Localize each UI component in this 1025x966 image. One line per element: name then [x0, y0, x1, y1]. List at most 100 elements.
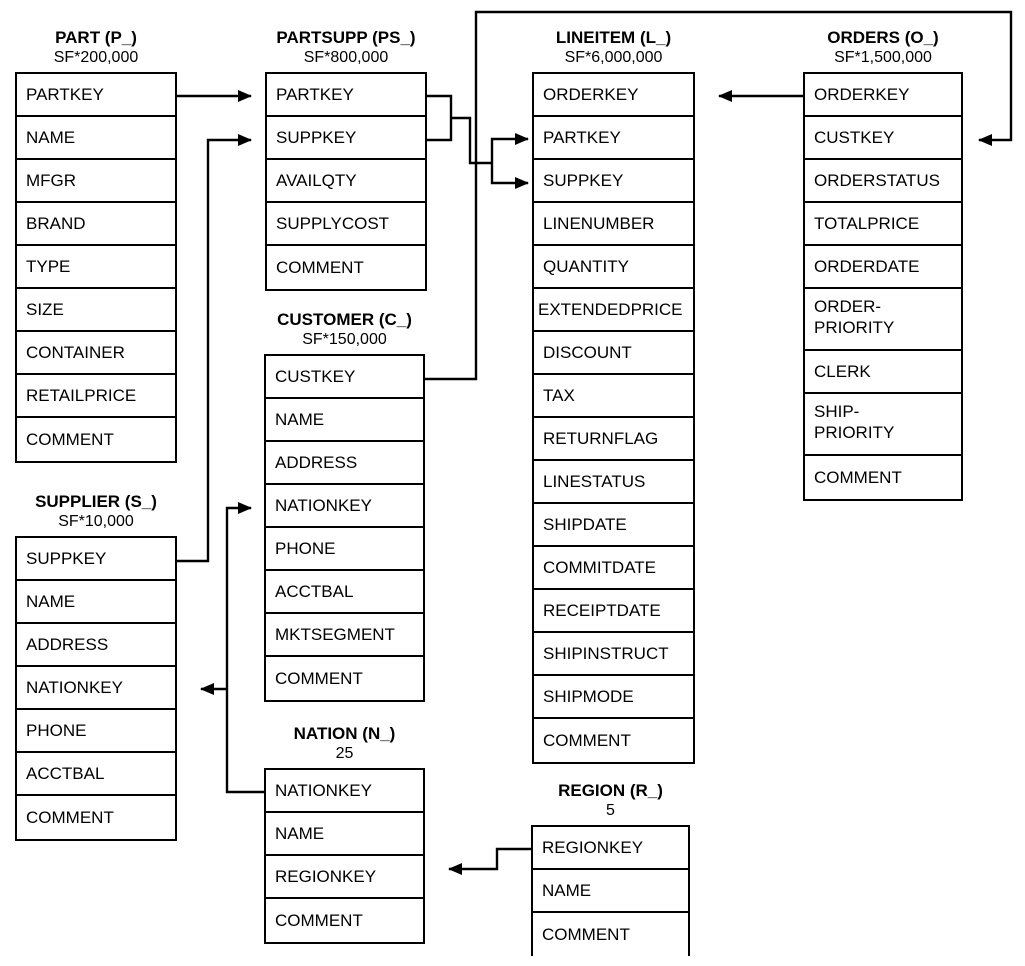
table-lineitem-title: LINEITEM (L_) [555, 28, 672, 47]
field-customer-acctbal[interactable]: ACCTBAL [266, 571, 423, 614]
table-supplier-cardinality: SF*10,000 [58, 513, 134, 530]
field-lineitem-partkey[interactable]: PARTKEY [534, 117, 693, 160]
field-partsupp-partkey[interactable]: PARTKEY [267, 74, 425, 117]
wire-to-lineitem-suppkey [490, 163, 529, 189]
table-orders-title: ORDERS (O_) [827, 28, 939, 47]
field-lineitem-tax[interactable]: TAX [534, 375, 693, 418]
table-part-cardinality: SF*200,000 [53, 49, 139, 66]
field-orders-orderstatus[interactable]: ORDERSTATUS [805, 160, 961, 203]
table-partsupp-cardinality: SF*800,000 [303, 49, 389, 66]
table-part: PART (P_) SF*200,000 PARTKEY NAME MFGR B… [15, 28, 177, 463]
field-orders-orderdate[interactable]: ORDERDATE [805, 246, 961, 289]
field-lineitem-linestatus[interactable]: LINESTATUS [534, 461, 693, 504]
field-supplier-address[interactable]: ADDRESS [17, 624, 175, 667]
table-lineitem: LINEITEM (L_) SF*6,000,000 ORDERKEY PART… [532, 28, 695, 764]
field-orders-orderpriority[interactable]: ORDER- PRIORITY [805, 289, 961, 351]
field-partsupp-comment[interactable]: COMMENT [267, 246, 425, 289]
field-part-retailprice[interactable]: RETAILPRICE [17, 375, 175, 418]
table-customer-title: CUSTOMER (C_) [277, 310, 412, 329]
field-partsupp-availqty[interactable]: AVAILQTY [267, 160, 425, 203]
field-region-comment[interactable]: COMMENT [533, 913, 688, 956]
field-partsupp-supplycost[interactable]: SUPPLYCOST [267, 203, 425, 246]
field-nation-regionkey[interactable]: REGIONKEY [266, 856, 423, 899]
field-lineitem-discount[interactable]: DISCOUNT [534, 332, 693, 375]
field-part-brand[interactable]: BRAND [17, 203, 175, 246]
field-orders-orderkey[interactable]: ORDERKEY [805, 74, 961, 117]
field-part-name[interactable]: NAME [17, 117, 175, 160]
field-supplier-nationkey[interactable]: NATIONKEY [17, 667, 175, 710]
table-lineitem-fields: ORDERKEY PARTKEY SUPPKEY LINENUMBER QUAN… [532, 72, 695, 764]
field-lineitem-extendedprice[interactable]: EXTENDEDPRICE [534, 289, 693, 332]
field-region-regionkey[interactable]: REGIONKEY [533, 827, 688, 870]
field-lineitem-comment[interactable]: COMMENT [534, 719, 693, 762]
table-partsupp-title: PARTSUPP (PS_) [276, 28, 416, 47]
field-part-mfgr[interactable]: MFGR [17, 160, 175, 203]
field-orders-clerk[interactable]: CLERK [805, 351, 961, 394]
table-partsupp-fields: PARTKEY SUPPKEY AVAILQTY SUPPLYCOST COMM… [265, 72, 427, 291]
field-customer-address[interactable]: ADDRESS [266, 442, 423, 485]
field-supplier-comment[interactable]: COMMENT [17, 796, 175, 839]
field-customer-mktsegment[interactable]: MKTSEGMENT [266, 614, 423, 657]
wire-nation-to-customer [225, 502, 264, 794]
table-lineitem-cardinality: SF*6,000,000 [564, 49, 663, 66]
field-orders-comment[interactable]: COMMENT [805, 456, 961, 499]
table-customer-cardinality: SF*150,000 [302, 331, 387, 348]
field-lineitem-shipdate[interactable]: SHIPDATE [534, 504, 693, 547]
wire-region-to-nation [448, 847, 531, 875]
table-part-title: PART (P_) [55, 28, 137, 47]
table-nation: NATION (N_) 25 NATIONKEY NAME REGIONKEY … [264, 724, 425, 944]
field-lineitem-shipmode[interactable]: SHIPMODE [534, 676, 693, 719]
field-part-comment[interactable]: COMMENT [17, 418, 175, 461]
wire-partsupp-merge [451, 116, 492, 165]
table-orders: ORDERS (O_) SF*1,500,000 ORDERKEY CUSTKE… [803, 28, 963, 501]
field-part-size[interactable]: SIZE [17, 289, 175, 332]
field-orders-orderpriority-line1: ORDER- PRIORITY [814, 297, 895, 337]
table-customer: CUSTOMER (C_) SF*150,000 CUSTKEY NAME AD… [264, 310, 425, 702]
field-supplier-phone[interactable]: PHONE [17, 710, 175, 753]
field-lineitem-orderkey[interactable]: ORDERKEY [534, 74, 693, 117]
wire-to-lineitem-partkey [490, 133, 529, 163]
field-part-partkey[interactable]: PARTKEY [17, 74, 175, 117]
wire-supplier-to-partsupp [177, 134, 252, 563]
table-customer-fields: CUSTKEY NAME ADDRESS NATIONKEY PHONE ACC… [264, 354, 425, 702]
table-orders-cardinality: SF*1,500,000 [834, 49, 932, 66]
field-supplier-name[interactable]: NAME [17, 581, 175, 624]
field-orders-totalprice[interactable]: TOTALPRICE [805, 203, 961, 246]
table-region: REGION (R_) 5 REGIONKEY NAME COMMENT [531, 781, 690, 956]
table-region-title: REGION (R_) [558, 781, 663, 800]
field-lineitem-receiptdate[interactable]: RECEIPTDATE [534, 590, 693, 633]
field-supplier-acctbal[interactable]: ACCTBAL [17, 753, 175, 796]
table-nation-cardinality: 25 [335, 745, 354, 762]
wire-partsupp-bracket [427, 94, 453, 142]
field-orders-custkey[interactable]: CUSTKEY [805, 117, 961, 160]
field-customer-custkey[interactable]: CUSTKEY [266, 356, 423, 399]
table-nation-fields: NATIONKEY NAME REGIONKEY COMMENT [264, 768, 425, 944]
field-orders-shippriority-line1: SHIP- PRIORITY [814, 402, 895, 442]
table-partsupp: PARTSUPP (PS_) SF*800,000 PARTKEY SUPPKE… [265, 28, 427, 291]
table-part-fields: PARTKEY NAME MFGR BRAND TYPE SIZE CONTAI… [15, 72, 177, 463]
field-lineitem-quantity[interactable]: QUANTITY [534, 246, 693, 289]
field-part-type[interactable]: TYPE [17, 246, 175, 289]
table-region-cardinality: 5 [606, 802, 615, 819]
field-nation-name[interactable]: NAME [266, 813, 423, 856]
table-orders-fields: ORDERKEY CUSTKEY ORDERSTATUS TOTALPRICE … [803, 72, 963, 501]
field-customer-phone[interactable]: PHONE [266, 528, 423, 571]
field-lineitem-shipinstruct[interactable]: SHIPINSTRUCT [534, 633, 693, 676]
field-part-container[interactable]: CONTAINER [17, 332, 175, 375]
field-lineitem-suppkey[interactable]: SUPPKEY [534, 160, 693, 203]
field-lineitem-commitdate[interactable]: COMMITDATE [534, 547, 693, 590]
field-customer-nationkey[interactable]: NATIONKEY [266, 485, 423, 528]
field-partsupp-suppkey[interactable]: SUPPKEY [267, 117, 425, 160]
field-customer-name[interactable]: NAME [266, 399, 423, 442]
field-supplier-suppkey[interactable]: SUPPKEY [17, 538, 175, 581]
field-nation-comment[interactable]: COMMENT [266, 899, 423, 942]
table-supplier: SUPPLIER (S_) SF*10,000 SUPPKEY NAME ADD… [15, 492, 177, 841]
table-supplier-title: SUPPLIER (S_) [35, 492, 157, 511]
field-lineitem-linenumber[interactable]: LINENUMBER [534, 203, 693, 246]
field-orders-shippriority[interactable]: SHIP- PRIORITY [805, 394, 961, 456]
field-nation-nationkey[interactable]: NATIONKEY [266, 770, 423, 813]
field-lineitem-returnflag[interactable]: RETURNFLAG [534, 418, 693, 461]
field-customer-comment[interactable]: COMMENT [266, 657, 423, 700]
field-region-name[interactable]: NAME [533, 870, 688, 913]
